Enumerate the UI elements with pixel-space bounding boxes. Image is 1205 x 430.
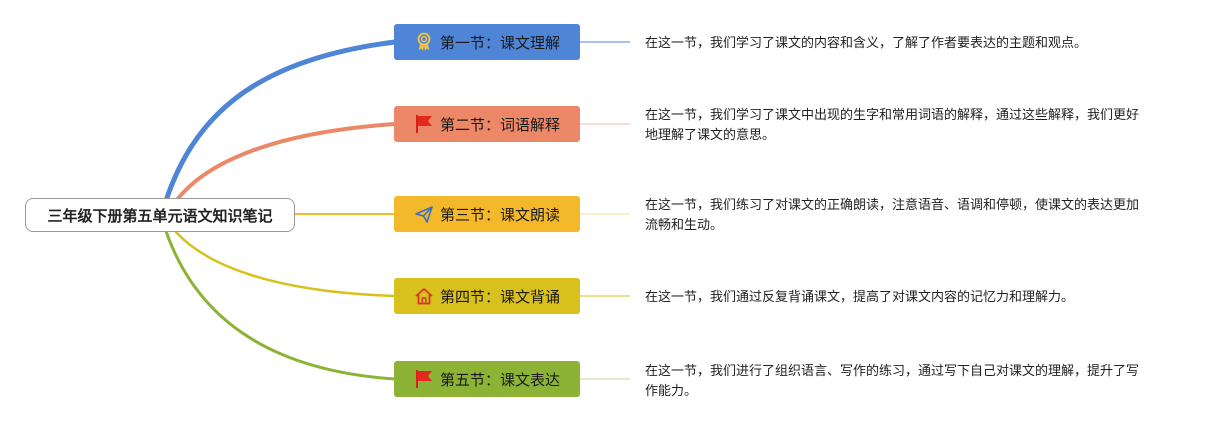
branch-topic-label: 第一节：课文理解 <box>439 33 560 52</box>
root-topic-label: 三年级下册第五单元语文知识笔记 <box>47 206 273 225</box>
branch-topic-2[interactable]: 第二节：词语解释 <box>394 106 580 142</box>
connector-branch-4 <box>166 220 397 298</box>
connector-branch-5 <box>161 220 397 381</box>
connector-branch-2 <box>168 122 397 212</box>
branch-topic-label: 第五节：课文表达 <box>439 370 560 389</box>
red-flag-icon <box>414 369 434 389</box>
note-text-3: 在这一节，我们练习了对课文的正确朗读，注意语音、语调和停顿，使课文的表达更加流畅… <box>645 198 1140 233</box>
connector-branch-1 <box>160 39 398 213</box>
note-text-1: 在这一节，我们学习了课文的内容和含义，了解了作者要表达的主题和观点。 <box>645 36 1088 51</box>
branch-topic-3[interactable]: 第三节：课文朗读 <box>394 196 580 232</box>
branch-topic-5[interactable]: 第五节：课文表达 <box>394 361 580 397</box>
house-icon <box>414 286 434 306</box>
note-text-5: 在这一节，我们进行了组织语言、写作的练习，通过写下自己对课文的理解，提升了写作能… <box>645 364 1140 399</box>
branch-topic-label: 第四节：课文背诵 <box>439 287 560 306</box>
red-flag-icon <box>414 114 434 134</box>
paper-plane-icon <box>414 204 434 224</box>
award-ribbon-icon <box>414 32 434 52</box>
branch-topic-1[interactable]: 第一节：课文理解 <box>394 24 580 60</box>
branch-topic-4[interactable]: 第四节：课文背诵 <box>394 278 580 314</box>
branch-topic-label: 第三节：课文朗读 <box>439 205 560 224</box>
root-topic[interactable]: 三年级下册第五单元语文知识笔记 <box>25 198 295 232</box>
note-text-2: 在这一节，我们学习了课文中出现的生字和常用词语的解释，通过这些解释，我们更好地理… <box>645 108 1140 143</box>
branch-topic-label: 第二节：词语解释 <box>439 115 560 134</box>
note-text-4: 在这一节，我们通过反复背诵课文，提高了对课文内容的记忆力和理解力。 <box>645 290 1075 305</box>
